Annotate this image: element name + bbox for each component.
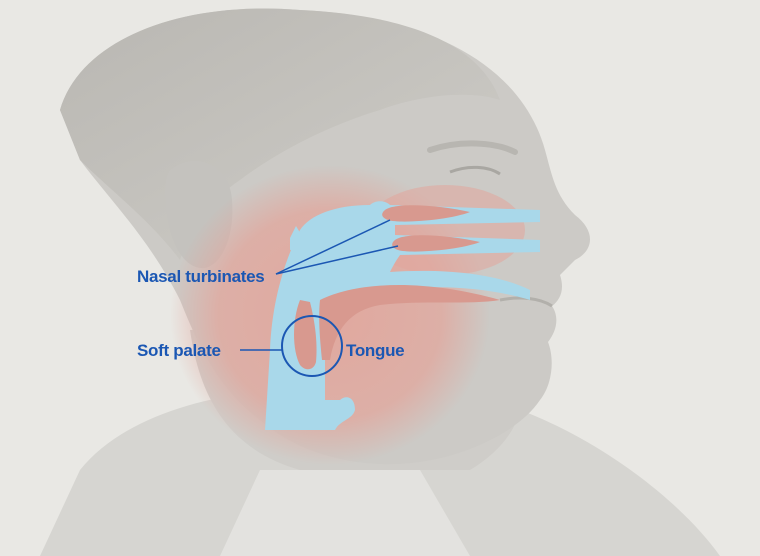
nasal-turbinates-label: Nasal turbinates [137,267,264,287]
soft-palate-label: Soft palate [137,341,221,361]
tongue-label: Tongue [346,341,404,361]
